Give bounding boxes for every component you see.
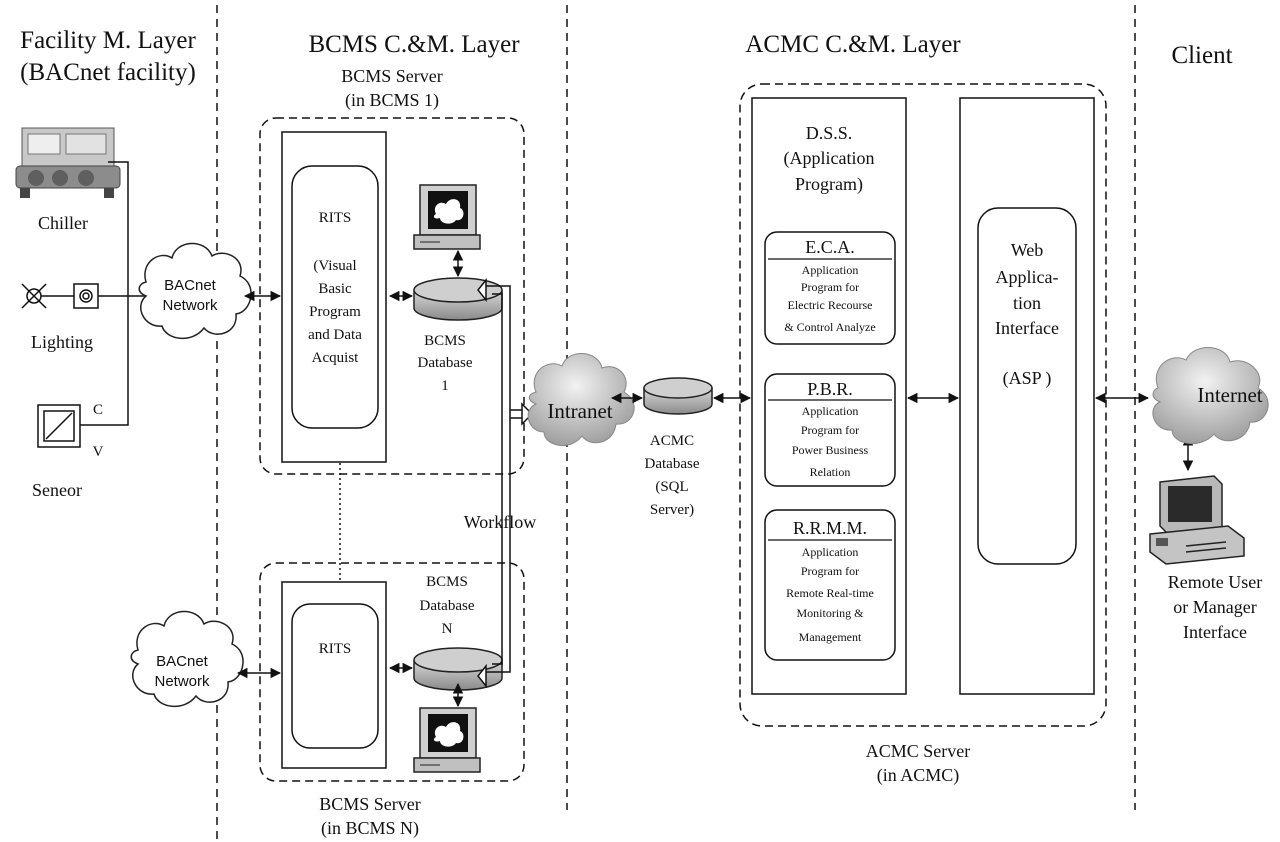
bcms1-rits-inner (291, 165, 379, 429)
layer-title-bcms: BCMS C.&M. Layer (308, 31, 520, 58)
pbr-line-4: Relation (810, 465, 851, 479)
bcms1-database-icon (413, 277, 503, 321)
bacnet-bottom-line2: Network (154, 673, 210, 690)
bcmsn-rits-inner (291, 603, 379, 749)
bcmsn-db-label-3: N (442, 621, 453, 637)
svg-text:and Data: and Data (308, 327, 362, 343)
rrmm-title: R.R.M.M. (793, 518, 867, 538)
bacnet-top-line2: Network (162, 297, 218, 314)
intranet-label: Intranet (547, 399, 612, 423)
svg-text:Basic: Basic (318, 281, 352, 297)
bcmsn-database-icon (413, 647, 503, 691)
bacnet-bottom-line1: BACnet (156, 653, 209, 670)
eca-line-1: Application (802, 263, 859, 277)
internet-label: Internet (1197, 383, 1262, 407)
lighting-label: Lighting (31, 332, 93, 352)
bcms-connection-arrows (236, 249, 464, 708)
workflow-pipe (477, 277, 534, 689)
bcms1-server-label-line1: BCMS Server (341, 66, 443, 86)
svg-text:Acquist: Acquist (312, 350, 359, 366)
acmc-database-icon (643, 377, 713, 415)
bcmsn-server-label-line2: (in BCMS N) (321, 818, 419, 839)
web-interface-box (959, 97, 1095, 695)
web-interface-inner (977, 207, 1077, 565)
bcms1-rits-text: RITS (Visual Basic Program and Data Acqu… (308, 210, 362, 366)
sensor-c-label: C (93, 402, 103, 418)
bacnet-top-line1: BACnet (164, 277, 217, 294)
bacnet-network-cloud-bottom (130, 610, 244, 707)
layer-title-client: Client (1171, 42, 1232, 69)
pbr-box (764, 373, 896, 487)
svg-text:RITS: RITS (319, 210, 352, 226)
workflow-label: Workflow (464, 512, 537, 532)
eca-title: E.C.A. (805, 237, 855, 257)
bcmsn-server-label-line1: BCMS Server (319, 794, 421, 814)
layer-title-acmc: ACMC C.&M. Layer (745, 31, 961, 58)
svg-text:(ASP ): (ASP ) (1003, 368, 1052, 389)
bcmsn-rits-label: RITS (319, 641, 352, 657)
pbr-title: P.B.R. (807, 379, 853, 399)
bcmsn-computer-icon (413, 707, 481, 773)
dss-subtitle-1: (Application (784, 148, 875, 169)
bcms1-server-box (259, 117, 525, 475)
sensor-label: Seneor (32, 480, 82, 500)
acmc-server-label-line2: (in ACMC) (877, 765, 960, 786)
lighting-icon (21, 283, 99, 309)
chiller-label: Chiller (38, 213, 88, 233)
acmc-db-label-3: (SQL (655, 479, 688, 495)
svg-text:tion: tion (1013, 293, 1041, 313)
rrmm-line-4: Monitoring & (796, 606, 864, 620)
bcms1-db-label-1: BCMS (424, 333, 466, 349)
svg-text:Interface: Interface (995, 318, 1059, 338)
svg-text:(Visual: (Visual (313, 258, 356, 274)
bcms1-rits-outer (281, 131, 387, 463)
bcms1-db-label-3: 1 (441, 378, 449, 394)
sensor-v-label: V (93, 444, 104, 460)
rrmm-box (764, 509, 896, 661)
rrmm-line-3: Remote Real-time (786, 586, 874, 600)
layer-separators (216, 5, 1136, 842)
dss-title: D.S.S. (806, 123, 853, 143)
pbr-line-2: Program for (801, 423, 859, 437)
bcmsn-rits-outer (281, 581, 387, 769)
rrmm-line-2: Program for (801, 564, 859, 578)
bcmsn-db-label-2: Database (420, 598, 475, 614)
sensor-icon (37, 404, 81, 448)
bcms1-server-label-line2: (in BCMS 1) (345, 90, 439, 111)
acmc-db-label-4: Server) (650, 502, 694, 518)
chiller-icon (15, 127, 121, 198)
acmc-db-label-2: Database (645, 456, 700, 472)
eca-box (764, 231, 896, 345)
remote-label-line3: Interface (1183, 622, 1247, 642)
intranet-cloud (527, 353, 635, 446)
eca-line-2: Program for (801, 280, 859, 294)
bacnet-network-cloud-top (138, 242, 252, 339)
bcms1-computer-icon (413, 184, 481, 250)
bcmsn-db-label-1: BCMS (426, 574, 468, 590)
dss-subtitle-2: Program) (795, 174, 863, 195)
dss-box (751, 97, 907, 695)
svg-text:Web: Web (1011, 240, 1044, 260)
remote-label-line2: or Manager (1173, 597, 1256, 617)
rrmm-line-1: Application (802, 545, 859, 559)
acmc-db-label-1: ACMC (650, 433, 694, 449)
layer-title-facility-sub: (BACnet facility) (20, 59, 196, 86)
remote-computer-icon (1149, 475, 1245, 565)
svg-text:Applica-: Applica- (996, 267, 1059, 287)
acmc-server-label-line1: ACMC Server (866, 741, 971, 761)
svg-text:Program: Program (309, 304, 361, 320)
layer-title-facility: Facility M. Layer (20, 27, 196, 54)
eca-line-3: Electric Recourse (788, 298, 873, 312)
internet-cloud (1152, 347, 1269, 444)
pbr-line-3: Power Business (792, 443, 869, 457)
rrmm-line-5: Management (799, 630, 862, 644)
remote-label-line1: Remote User (1168, 572, 1262, 592)
acmc-server-box (739, 83, 1107, 727)
pbr-line-1: Application (802, 404, 859, 418)
bcms1-db-label-2: Database (418, 355, 473, 371)
web-interface-text: Web Applica- tion Interface (ASP ) (995, 240, 1059, 389)
facility-bus-lines (80, 161, 152, 426)
eca-line-4: & Control Analyze (784, 320, 875, 334)
